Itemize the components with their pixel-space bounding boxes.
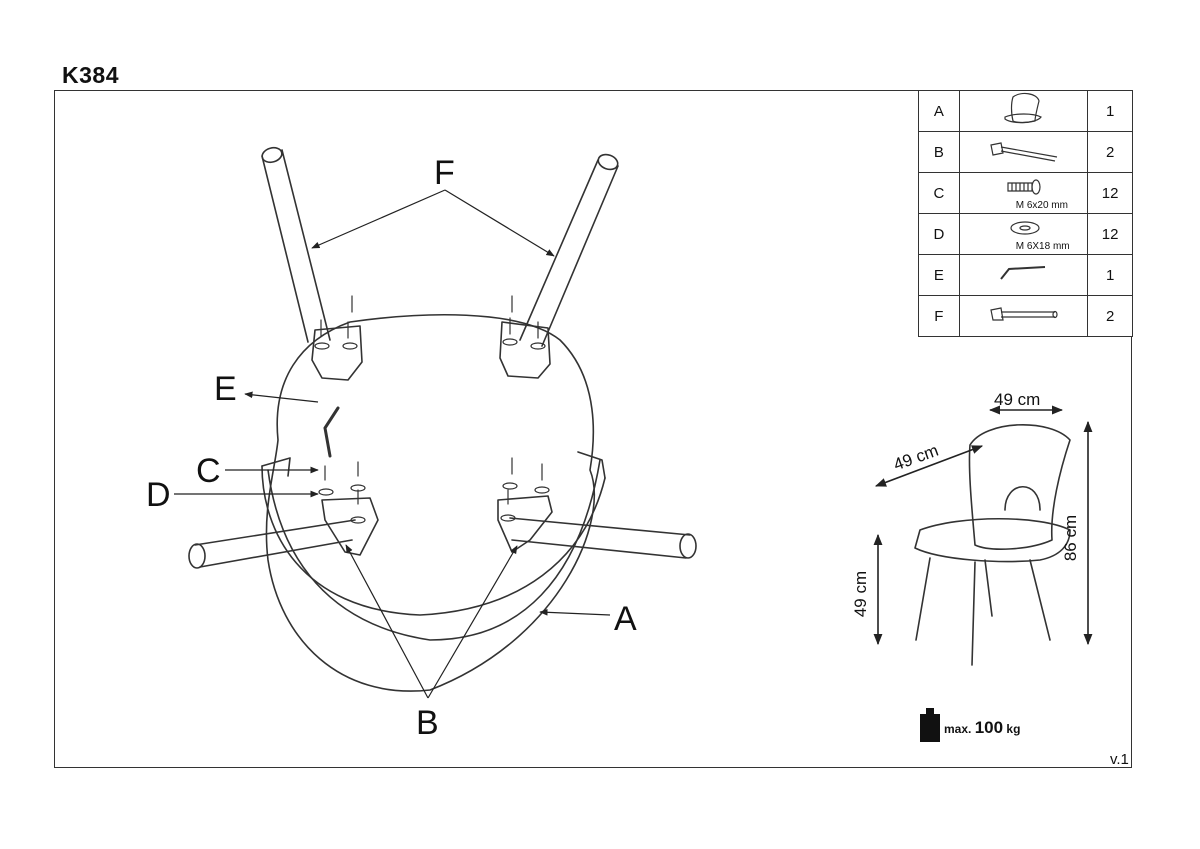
callout-d: D — [146, 476, 171, 514]
parts-list: A 1 B 2 C M 6x20 mm 12 D M 6X18 mm 12 E … — [918, 90, 1133, 337]
front-leg-icon — [958, 131, 1089, 173]
part-row-c: C M 6x20 mm 12 — [918, 172, 1133, 214]
screw-spec: M 6x20 mm — [1015, 200, 1068, 211]
part-qty: 12 — [1087, 213, 1133, 255]
seat-shell-icon — [958, 90, 1089, 132]
max-load-unit: kg — [1006, 722, 1021, 736]
front-leg-right — [509, 517, 691, 559]
washer-icon: M 6X18 mm — [958, 213, 1089, 255]
part-letter: B — [918, 131, 960, 173]
chair-dimension-view — [914, 424, 1071, 666]
part-row-b: B 2 — [918, 131, 1133, 173]
callout-c: C — [196, 452, 221, 490]
rear-leg-left — [261, 149, 331, 343]
washer-spec: M 6X18 mm — [1015, 241, 1070, 252]
part-qty: 12 — [1087, 172, 1133, 214]
part-row-e: E 1 — [918, 254, 1133, 296]
screws — [314, 295, 550, 524]
part-letter: C — [918, 172, 960, 214]
max-load-value: 100 — [974, 718, 1004, 737]
plate-tl — [311, 325, 363, 381]
part-qty: 2 — [1087, 295, 1133, 337]
plate-br — [497, 495, 553, 553]
version-label: v.1 — [1110, 751, 1129, 768]
callout-b: B — [416, 704, 439, 742]
model-code: K384 — [62, 62, 119, 88]
callout-a: A — [614, 600, 637, 638]
dimension-width: 49 cm — [994, 390, 1041, 409]
part-row-f: F 2 — [918, 295, 1133, 337]
allen-key — [323, 406, 340, 458]
part-qty: 2 — [1087, 131, 1133, 173]
weight-icon — [920, 708, 940, 742]
max-load-prefix: max. — [944, 722, 972, 736]
part-row-d: D M 6X18 mm 12 — [918, 213, 1133, 255]
part-row-a: A 1 — [918, 90, 1133, 132]
part-letter: E — [918, 254, 960, 296]
max-load: max. 100 kg — [944, 718, 1020, 738]
part-qty: 1 — [1087, 254, 1133, 296]
plate-bl — [321, 497, 379, 556]
screw-icon: M 6x20 mm — [958, 172, 1089, 214]
rear-leg-icon — [958, 295, 1089, 337]
part-letter: A — [918, 90, 960, 132]
dimension-height: 86 cm — [1061, 514, 1081, 562]
front-leg-left — [194, 519, 356, 568]
seat-shell-outline — [265, 314, 595, 692]
part-letter: D — [918, 213, 960, 255]
allen-key-icon — [958, 254, 1089, 296]
assembly-frame — [54, 90, 1132, 768]
callout-f: F — [434, 154, 455, 192]
seat-inner-line — [267, 459, 601, 641]
rear-leg-right — [519, 159, 619, 347]
part-qty: 1 — [1087, 90, 1133, 132]
dimension-seat-height: 49 cm — [851, 570, 871, 618]
plate-tr — [499, 321, 551, 379]
callout-e: E — [214, 370, 237, 408]
part-letter: F — [918, 295, 960, 337]
